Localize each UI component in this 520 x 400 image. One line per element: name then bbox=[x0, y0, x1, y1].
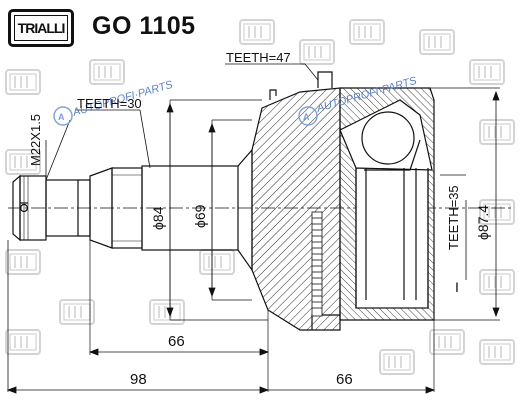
mark-i-label: I bbox=[455, 279, 459, 295]
leader-lines bbox=[75, 63, 467, 280]
dia-87-4-label: ϕ87.4 bbox=[475, 205, 491, 240]
trialli-logo: TRIALLI bbox=[8, 9, 74, 47]
teeth-47-label: TEETH=47 bbox=[226, 50, 291, 65]
length-66-lower-label: 66 bbox=[336, 371, 353, 388]
teeth-30-label: TEETH=30 bbox=[77, 96, 142, 111]
brand-text: TRIALLI bbox=[14, 15, 68, 41]
teeth-35-label: TEETH=35 bbox=[446, 185, 461, 250]
spline-shaft bbox=[111, 148, 253, 272]
length-98-label: 98 bbox=[130, 371, 147, 388]
length-66-upper-label: 66 bbox=[168, 333, 185, 350]
dia-69-label: ϕ69 bbox=[192, 204, 208, 228]
thread-label: M22X1.5 bbox=[28, 114, 43, 166]
dia-84-label: ϕ84 bbox=[150, 206, 166, 230]
dimension-lines bbox=[6, 90, 500, 394]
svg-text:A: A bbox=[58, 112, 65, 122]
outer-race bbox=[339, 87, 435, 321]
threaded-end bbox=[12, 167, 113, 249]
abs-ring bbox=[311, 211, 323, 317]
svg-text:A: A bbox=[303, 112, 310, 122]
part-number: GO 1105 bbox=[92, 12, 196, 40]
